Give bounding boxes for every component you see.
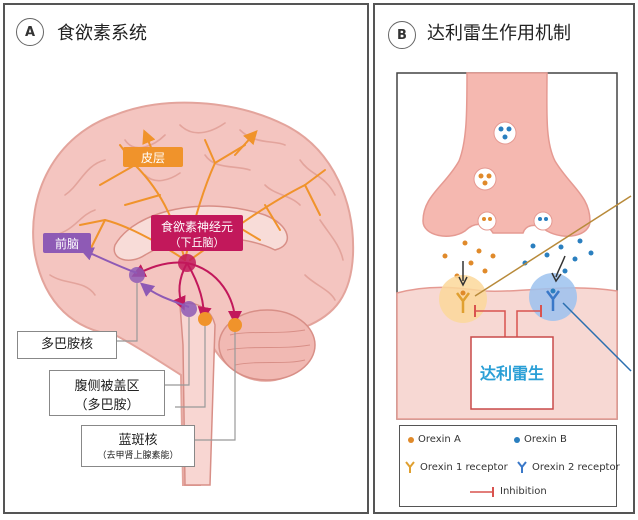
vesicle [473,167,497,191]
orexin-neuron-label-box [151,215,243,251]
callout-lc-line2: （去甲肾上腺素能） [97,451,179,461]
brain-outline [32,101,355,486]
panel-b-badge: B [388,21,416,49]
daridorexant-box [470,336,554,410]
orexin-neuron-sublabel: （下丘脑） [170,236,225,249]
presynaptic-terminal [422,72,591,237]
legend-orexin-b-label: Orexin B [524,434,567,445]
legend-inhibition-label: Inhibition [500,486,547,497]
orexin-b-dot-icon [514,436,520,443]
panel-a-title: 食欲素系统 [57,23,147,44]
orexin-neuron-label: 食欲素神经元 [161,219,233,234]
callout-dopamine-nucleus-text: 多巴胺核 [40,337,93,352]
daridorexant-label: 达利雷生 [480,364,544,383]
callout-vta-line2: （多巴胺） [74,398,140,413]
vesicle [493,121,517,145]
dopamine-nucleus-node [129,267,145,283]
vesicle [477,211,497,231]
cortical-projections [79,129,326,261]
orexin-neuron-node [178,254,196,272]
lc-node-1 [198,312,212,326]
legend-orexin-a: Orexin A [408,434,461,445]
cortex-label-box [123,147,183,167]
inhibition-line-1 [475,310,506,339]
legend-orexin-a-label: Orexin A [418,434,461,445]
legend-orexin-b: Orexin B [514,434,567,445]
panel-b-title: 达利雷生作用机制 [427,23,571,44]
legend-receptor-2: Orexin 2 receptor [516,460,620,474]
callout-vta: 腹侧被盖区 （多巴胺） [49,370,165,416]
legend-receptor-1: Orexin 1 receptor [404,460,508,474]
panel-orexin-system: A 食欲素系统 [3,3,369,514]
orexin-2-receptor-icon [517,461,527,473]
inhibition-icon [470,486,494,497]
vesicle [533,211,553,231]
orexin-b-molecules [522,238,594,274]
callout-vta-line1: 腹侧被盖区 [74,379,140,394]
callout-dopamine-nucleus: 多巴胺核 [17,331,117,359]
synapse-illustration: 达利雷生 [396,72,632,420]
forebrain-label-box [43,233,91,253]
orexin-a-dot-icon [408,436,414,443]
lc-node-2 [228,318,242,332]
callout-locus-coeruleus: 蓝斑核 （去甲肾上腺素能） [81,425,195,467]
cerebellum [218,309,316,381]
panel-a-badge: A [16,18,44,46]
forebrain-label: 前脑 [55,236,79,251]
orexin-2-receptor [546,290,560,311]
panel-daridorexant-mechanism: B 达利雷生作用机制 [373,3,635,514]
callout-lc-line1: 蓝斑核 [118,433,158,448]
legend-receptor-1-label: Orexin 1 receptor [420,461,508,473]
legend-inhibition: Inhibition [470,486,547,497]
brain-illustration: 皮层 前脑 食欲素神经元 （下丘脑） [32,101,355,486]
legend: Orexin A Orexin B Orexin 1 receptor Orex… [399,425,620,507]
vta-node [181,301,197,317]
cortex-label: 皮层 [141,151,165,165]
orexin-1-receptor [456,292,470,313]
legend-receptor-2-label: Orexin 2 receptor [532,461,620,473]
orexin-1-receptor-icon [405,461,415,473]
inhibition-line-2 [516,310,541,339]
